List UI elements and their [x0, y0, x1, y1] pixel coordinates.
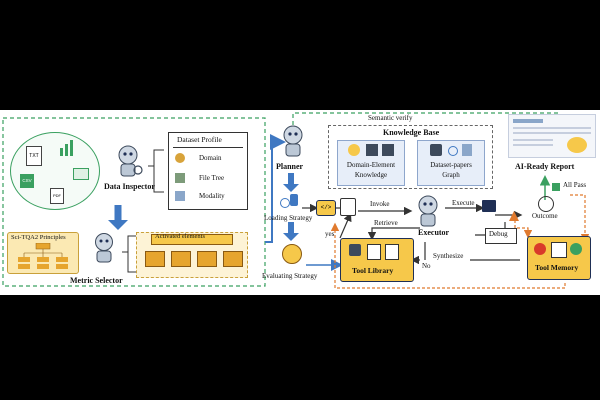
activated-title: Activated elements — [155, 233, 205, 240]
retrieve-label: Retrieve — [374, 219, 398, 227]
knowledge-base-title: Knowledge Base — [383, 128, 440, 137]
book-icon — [366, 144, 378, 156]
tool-db-icon — [349, 244, 361, 256]
tool-library-label: Tool Library — [352, 266, 394, 275]
activated-element-4 — [223, 251, 243, 267]
image-file-icon — [73, 168, 89, 180]
dataset-papers-card: Dataset-papers Graph — [417, 140, 485, 186]
principles-box: Sci-TQA2 Principles — [7, 232, 79, 274]
activated-element-3 — [197, 251, 217, 267]
data-inspector-label: Data Inspector — [104, 182, 155, 191]
pipeline-diagram: TXT CSV PDF Data Inspector Dataset Profi… — [0, 110, 600, 295]
no-label: No — [422, 262, 431, 270]
data-inspector-robot-icon — [118, 145, 143, 177]
planner-robot-icon — [283, 125, 303, 157]
lightbulb-icon — [348, 144, 360, 156]
activated-element-2 — [171, 251, 191, 267]
log-icon — [551, 242, 567, 258]
executor-label: Executor — [418, 228, 450, 237]
loading-strategy-icon — [280, 194, 300, 212]
principles-title: Sci-TQA2 Principles — [11, 234, 66, 241]
domain-knowledge-line2: Knowledge — [354, 171, 388, 179]
debug-box: Debug — [485, 228, 517, 244]
down-arrow-head — [108, 220, 128, 230]
debug-label: Debug — [489, 230, 508, 238]
metric-selector-label: Metric Selector — [70, 276, 123, 285]
tool-memory-label: Tool Memory — [535, 263, 579, 272]
tool-doc-icon — [367, 244, 381, 260]
activated-element-1 — [145, 251, 165, 267]
invoke-label: Invoke — [370, 200, 390, 208]
profile-bracket — [148, 149, 164, 193]
executor-robot-icon — [418, 195, 438, 227]
dataset-papers-line1: Dataset-papers — [430, 161, 472, 169]
synthesize-label: Synthesize — [433, 252, 464, 260]
execute-label: Execute — [452, 199, 475, 207]
yes-label: yes — [325, 230, 335, 238]
fail-icon — [534, 243, 546, 255]
dataset-profile-title: Dataset Profile — [177, 135, 222, 144]
all-pass-label: All Pass — [563, 181, 587, 189]
domain-knowledge-card: Domain-Element Knowledge — [337, 140, 405, 186]
paper-icon — [462, 144, 472, 156]
to-planner-arrow — [265, 134, 286, 243]
dataset-papers-line2: Graph — [442, 171, 460, 179]
warning-icon — [509, 211, 519, 221]
left-section-border — [2, 117, 266, 287]
report-thumbnail — [508, 114, 596, 158]
knowledge-base-box: Knowledge Base Domain-Element Knowledge … — [328, 125, 493, 189]
planner-label: Planner — [276, 162, 304, 171]
profile-item-domain: Domain — [199, 154, 222, 162]
loading-strategy-label: Loading Strategy — [264, 214, 313, 222]
database-icon — [430, 144, 442, 156]
code-icon: </> — [316, 200, 336, 216]
profile-item-modality: Modality — [199, 192, 225, 200]
activated-elements-box: Activated elements — [136, 232, 248, 278]
terminal-icon — [482, 200, 496, 212]
script-db-icon — [340, 198, 356, 216]
report-label: AI-Ready Report — [515, 162, 575, 171]
pass-icon — [570, 243, 582, 255]
tool-doc-icon-2 — [385, 244, 399, 260]
evaluating-strategy-icon — [282, 244, 302, 264]
file-tree-icon — [175, 173, 185, 183]
tool-library-box: Tool Library — [340, 238, 414, 282]
evaluating-strategy-label: Evaluating Strategy — [262, 272, 318, 280]
outcome-icon — [538, 196, 554, 212]
all-pass-check-icon — [552, 183, 560, 191]
csv-file-icon: CSV — [20, 174, 34, 188]
grid-icon — [382, 144, 394, 156]
modality-icon — [175, 191, 185, 201]
tool-memory-box: Tool Memory — [527, 236, 591, 280]
txt-file-icon: TXT — [26, 146, 42, 166]
domain-icon — [175, 153, 185, 163]
pdf-file-icon: PDF — [50, 188, 64, 204]
activated-bracket — [122, 235, 136, 273]
dataset-profile-box: Dataset Profile Domain File Tree Modalit… — [168, 132, 248, 210]
semantic-verify-label: Semantic verify — [368, 114, 413, 122]
metric-selector-robot-icon — [95, 233, 113, 263]
profile-item-file-tree: File Tree — [199, 174, 225, 182]
bar-chart-icon — [58, 140, 76, 156]
principles-tree-icon — [18, 243, 68, 269]
outcome-label: Outcome — [532, 212, 558, 220]
domain-knowledge-line1: Domain-Element — [346, 161, 396, 169]
link-icon — [448, 146, 458, 156]
